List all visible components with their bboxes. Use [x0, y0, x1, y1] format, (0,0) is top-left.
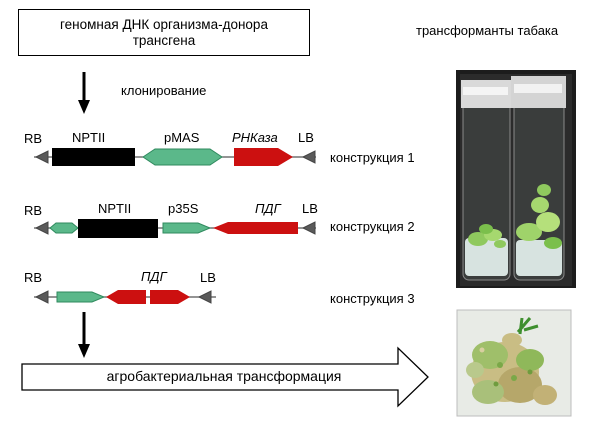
genomic-dna-box: геномная ДНК организма-донора трансгена	[18, 9, 310, 56]
construct1-lb-marker	[301, 150, 316, 164]
construct2-nptii-block	[78, 219, 158, 238]
construct1-nptii-block	[52, 148, 135, 166]
construct1-lb-label: LB	[298, 130, 314, 145]
construct2-gene-label: ПДГ	[255, 201, 281, 216]
construct2-left-marker	[49, 222, 79, 234]
construct3-rb-marker	[34, 290, 49, 304]
construct3-name: конструкция 3	[330, 291, 415, 306]
construct1-gene-block	[234, 148, 293, 166]
construct3-gene-label: ПДГ	[141, 269, 167, 284]
construct1-gene-label: РНКаза	[232, 130, 278, 145]
construct2-promoter-label: p35S	[168, 201, 199, 216]
construct1-promoter-block	[142, 148, 223, 166]
construct2-lb-label: LB	[302, 201, 318, 216]
construct2-name: конструкция 2	[330, 219, 415, 234]
construct3-rb-label: RB	[24, 270, 43, 285]
tobacco-tubes-photo	[456, 70, 576, 288]
construct1-rb-marker	[34, 150, 49, 164]
construct1-rb-label: RB	[24, 131, 43, 146]
construct1-promoter-label: pMAS	[164, 130, 200, 145]
construct2-lb-marker	[301, 221, 316, 235]
construct3-lb-marker	[197, 290, 212, 304]
genomic-dna-label-line2: трансгена	[132, 32, 196, 48]
construct1-nptii-label: NPTII	[72, 130, 106, 145]
construct3-gene-right	[150, 290, 190, 304]
construct3-lb-label: LB	[200, 270, 216, 285]
construct2-rb-marker	[34, 221, 49, 235]
agro-transformation-label: агробактериальная трансформация	[106, 368, 342, 384]
construct2-map	[34, 219, 316, 238]
construct3-gene-left	[106, 290, 146, 304]
genomic-dna-label-line1: геномная ДНК организма-донора	[60, 16, 268, 32]
transform-arrow-head	[78, 344, 90, 358]
construct1-map	[34, 148, 316, 166]
cloning-label: клонирование	[121, 83, 207, 98]
construct2-promoter-block	[162, 222, 212, 234]
agro-transformation-arrow	[21, 346, 429, 408]
photo-title: трансформанты табака	[416, 23, 559, 38]
construct3-map	[34, 290, 216, 304]
construct1-name: конструкция 1	[330, 150, 415, 165]
tobacco-callus-photo	[456, 309, 572, 417]
construct2-rb-label: RB	[24, 203, 43, 218]
construct2-nptii-label: NPTII	[98, 201, 132, 216]
construct2-gene-block	[213, 222, 298, 234]
cloning-arrow-head	[78, 100, 90, 114]
construct3-promoter-block	[56, 291, 106, 303]
